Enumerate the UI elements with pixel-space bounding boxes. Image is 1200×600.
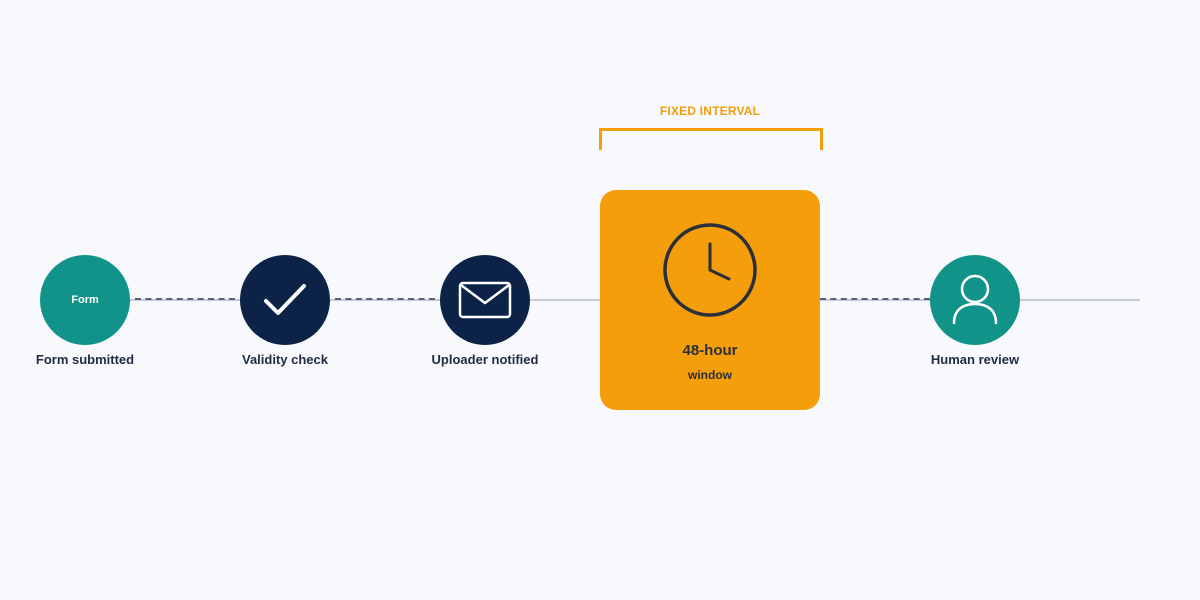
clock-icon [663, 223, 757, 317]
step-label-validity-check: Validity check [242, 352, 328, 367]
step-label-form-submitted: Form submitted [35, 352, 135, 367]
person-icon [952, 274, 998, 325]
form-icon-text: Form [71, 294, 99, 306]
dashed-connector [135, 298, 235, 300]
dashed-connector [335, 298, 435, 300]
interval-subtitle: window [688, 368, 732, 382]
interval-title: 48-hour [682, 342, 738, 359]
envelope-icon [458, 281, 512, 319]
dashed-connector [820, 298, 930, 300]
form-node: Form [40, 255, 130, 345]
interval-bracket [599, 128, 823, 150]
review-node [930, 255, 1020, 345]
checkmark-icon [264, 284, 306, 315]
notify-node [440, 255, 530, 345]
step-label-uploader-notified: Uploader notified [431, 352, 539, 367]
interval-window: 48-hour window [600, 190, 820, 410]
validity-node [240, 255, 330, 345]
bracket-label: FIXED INTERVAL [659, 104, 761, 118]
step-label-human-review: Human review [930, 352, 1020, 367]
